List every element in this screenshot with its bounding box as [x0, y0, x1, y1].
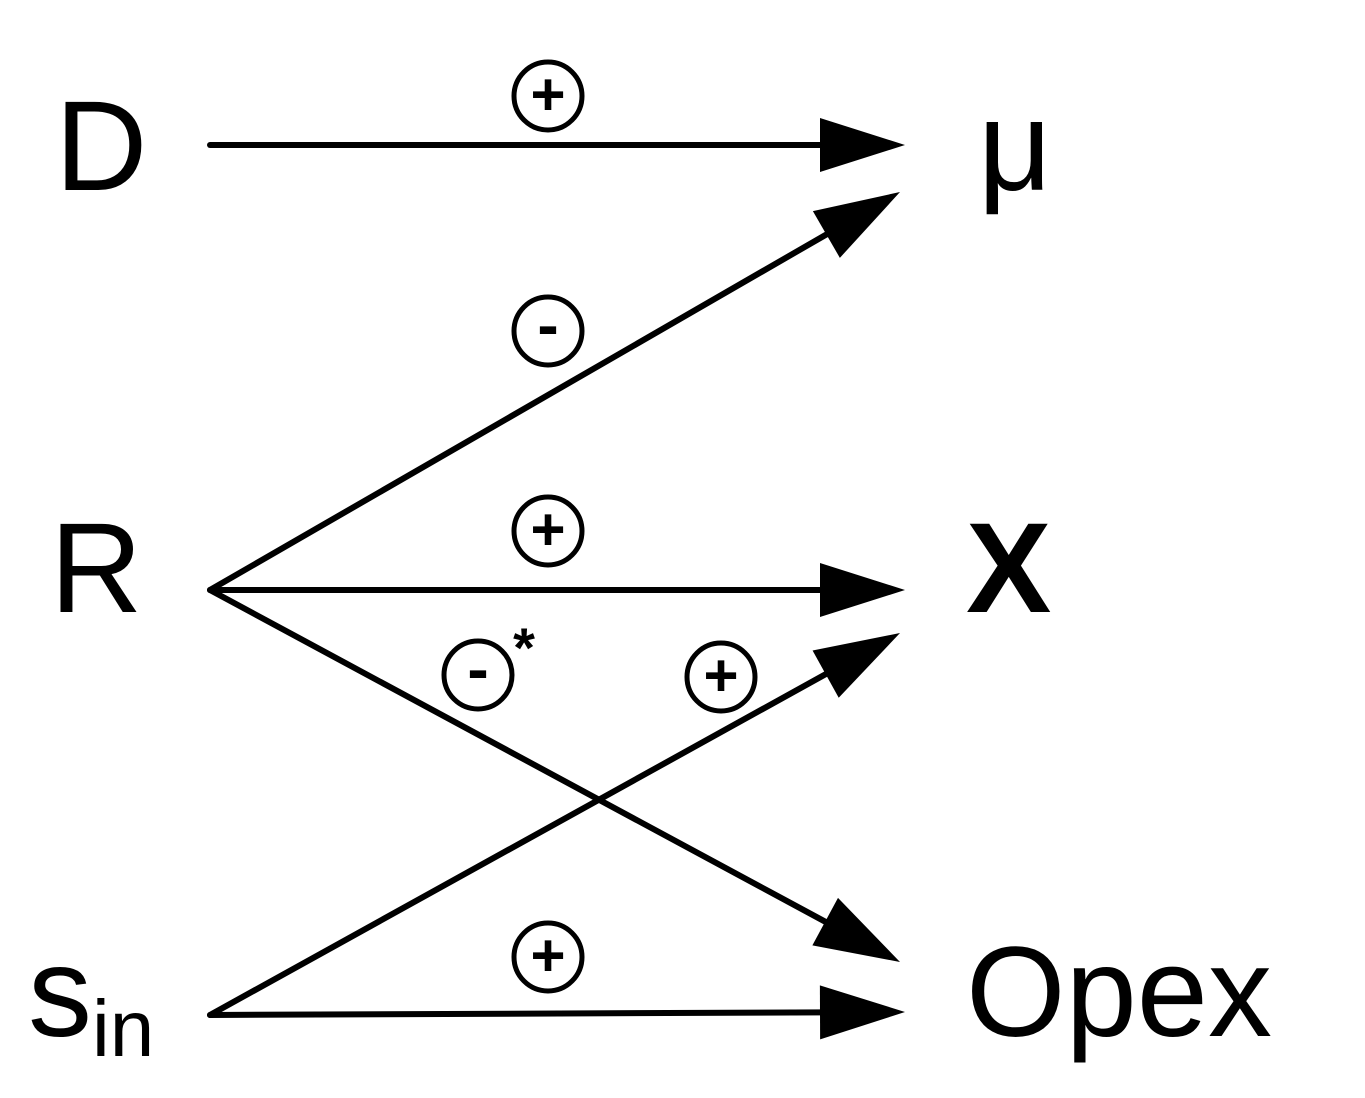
node-d: D	[55, 75, 147, 218]
edge-r-to-opex-arrowhead	[812, 897, 900, 962]
edge-d-to-mu-arrowhead	[820, 118, 905, 172]
edge-s-in-to-x-sign-badge: +	[684, 640, 758, 714]
edge-r-to-opex-line	[207, 587, 832, 927]
edge-r-to-opex-significance-mark: *	[513, 616, 535, 679]
edge-r-to-x-sign-badge: +	[511, 494, 585, 568]
edge-s-in-to-x-sign-circle	[684, 640, 758, 714]
edge-r-to-x-sign-symbol: +	[530, 496, 565, 563]
node-r: R	[50, 497, 142, 640]
node-opex: Opex	[966, 921, 1272, 1064]
edge-r-to-opex-sign-circle	[441, 638, 515, 712]
edge-s-in-to-x-arrowhead	[812, 633, 900, 698]
edge-s-in-to-opex-line	[207, 1009, 828, 1018]
signs-group: +-+-*++	[441, 59, 758, 994]
edge-r-to-mu-arrowhead	[812, 192, 900, 258]
edge-r-to-mu-sign-symbol: -	[537, 289, 558, 361]
node-s-main: s	[28, 921, 92, 1064]
node-mu: μ	[978, 75, 1052, 218]
edge-s-in-to-opex-arrowhead	[819, 985, 905, 1040]
edge-r-to-x-arrowhead	[820, 563, 905, 617]
edge-r-to-opex-sign-symbol: -	[467, 633, 488, 705]
edge-r-to-mu-sign-badge: -	[511, 289, 585, 368]
node-s-in: sin	[28, 921, 154, 1073]
edge-d-to-mu-sign-circle	[511, 59, 585, 133]
edges-group	[207, 118, 905, 1040]
node-s-subscript: in	[92, 984, 154, 1073]
edge-s-in-to-opex-sign-symbol: +	[530, 922, 565, 989]
edge-r-to-mu-line	[207, 229, 833, 593]
edge-s-in-to-opex-sign-circle	[511, 920, 585, 994]
edge-d-to-mu-sign-badge: +	[511, 59, 585, 133]
edge-s-in-to-opex-sign-badge: +	[511, 920, 585, 994]
node-x: X	[966, 497, 1051, 640]
edge-r-to-x-sign-circle	[511, 494, 585, 568]
edge-s-in-to-x-sign-symbol: +	[703, 642, 738, 709]
edge-r-to-opex-sign-badge: -*	[441, 616, 535, 712]
edge-s-in-to-x-line	[207, 669, 833, 1018]
edge-r-to-mu-sign-circle	[511, 294, 585, 368]
edge-d-to-mu-sign-symbol: +	[530, 61, 565, 128]
